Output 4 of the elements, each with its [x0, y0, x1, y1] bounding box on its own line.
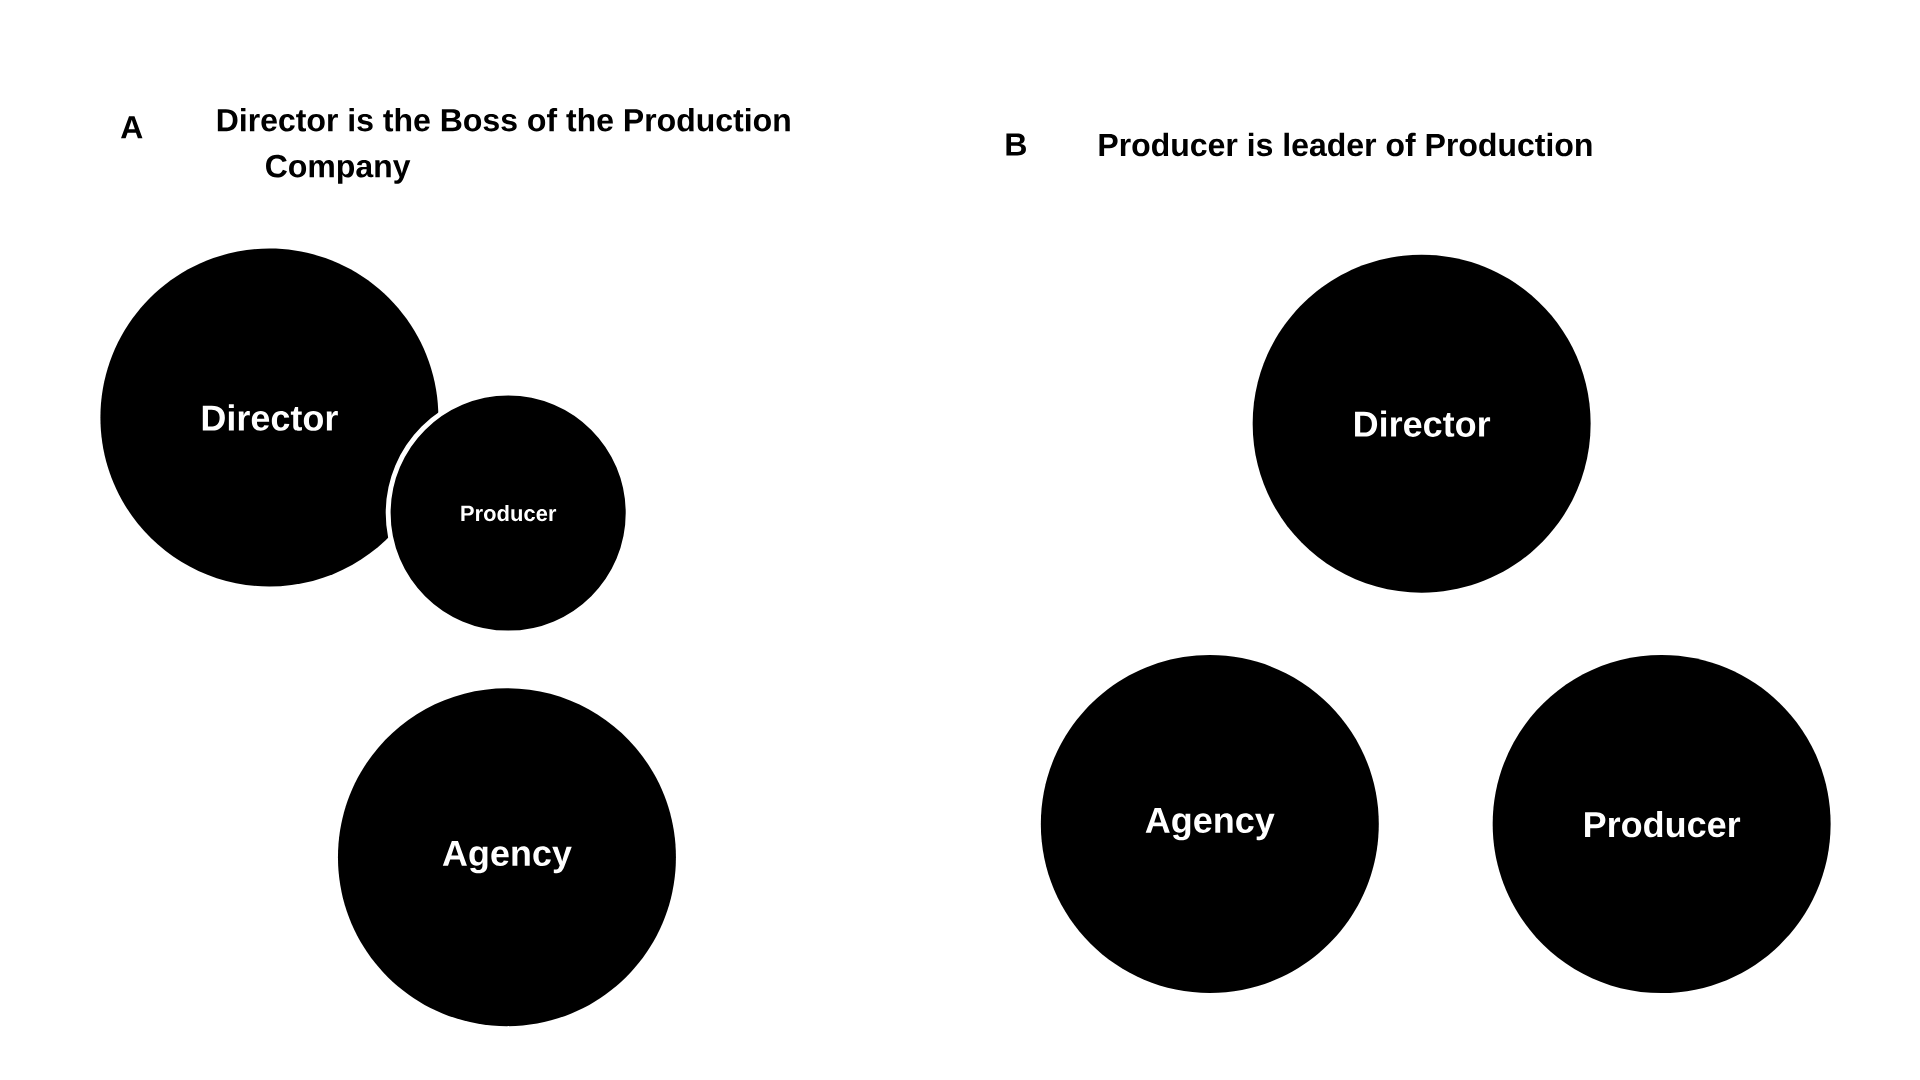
heading: Director is the Boss of the Production Company: [217, 107, 790, 184]
panel-letter: A: [121, 116, 143, 139]
heading: Producer is leader of Production: [1099, 132, 1592, 157]
panel-letter: B: [1006, 133, 1026, 156]
